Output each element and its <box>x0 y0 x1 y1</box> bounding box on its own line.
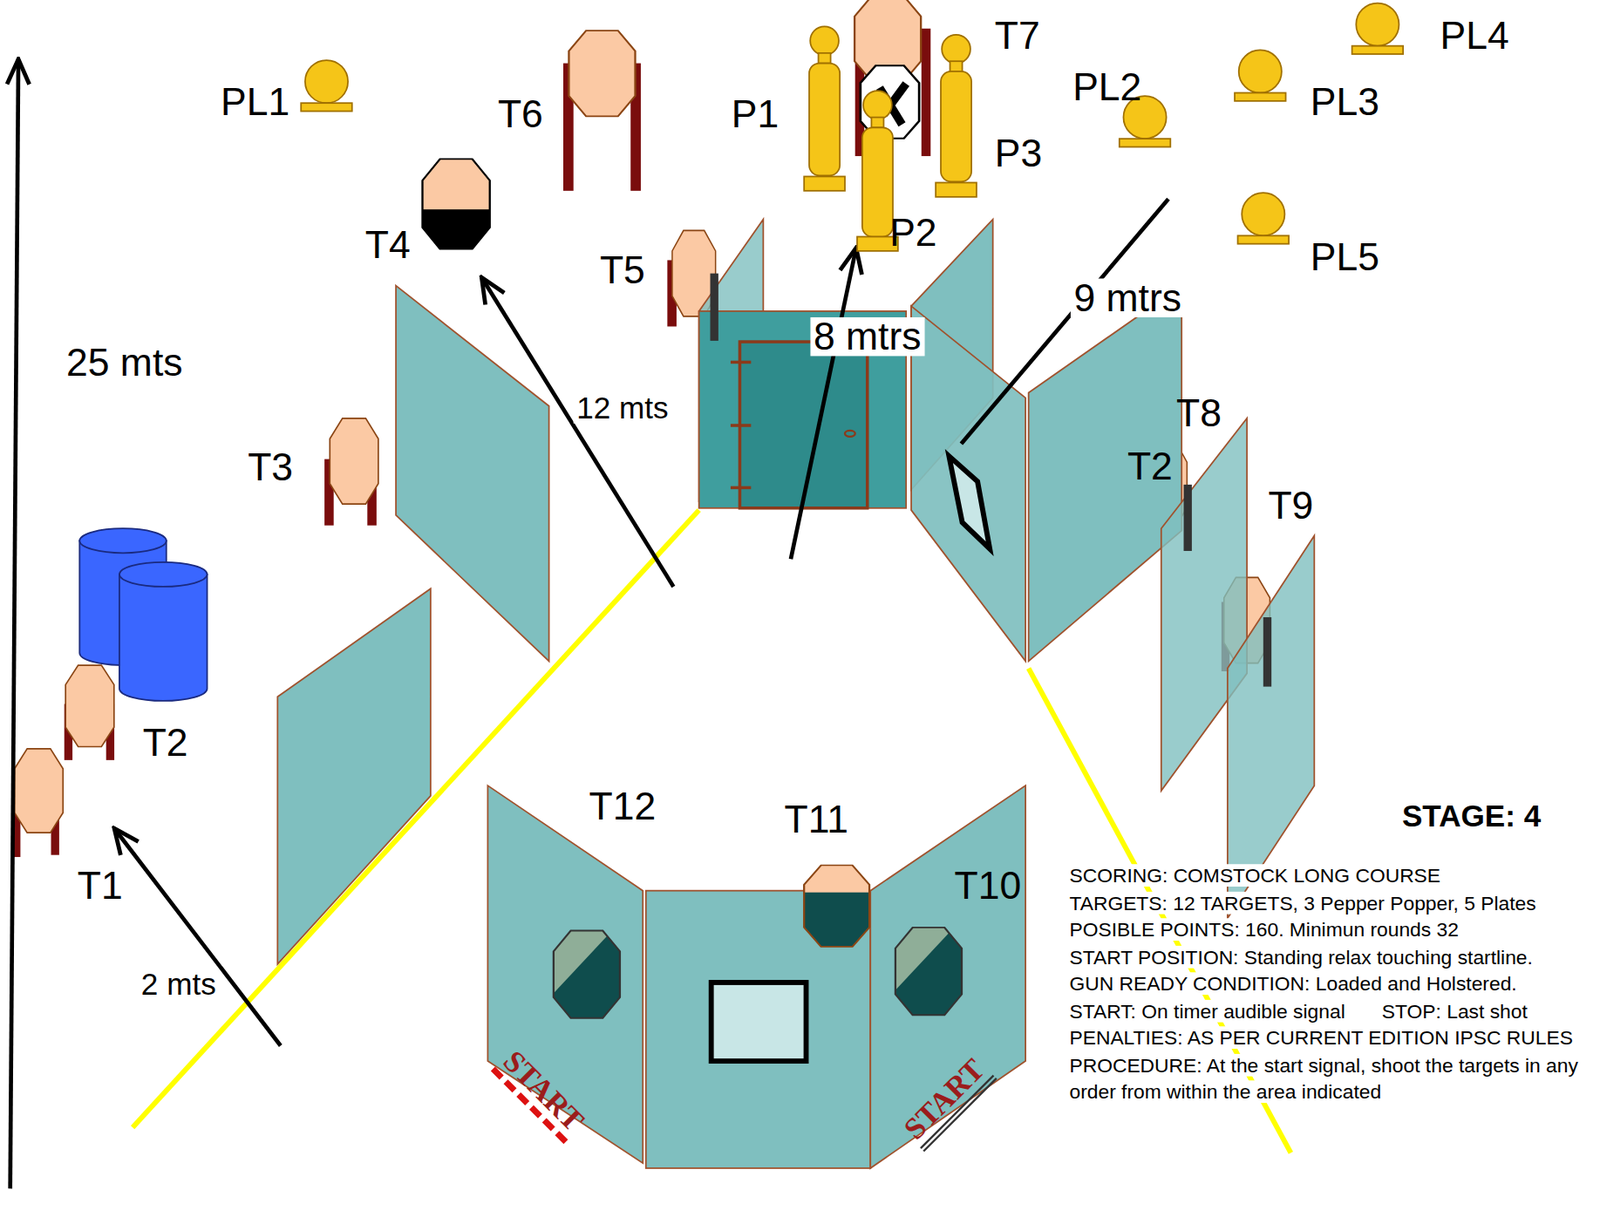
briefing-text: STOP: Last shot <box>1382 999 1528 1022</box>
dimension-label: 2 mts <box>141 969 217 1001</box>
target-label: T1 <box>77 866 123 906</box>
target-label: T11 <box>784 799 849 838</box>
start-box <box>487 785 1026 1169</box>
target-label: P1 <box>731 95 779 134</box>
target-label: T9 <box>1267 485 1314 525</box>
target-label: T4 <box>365 225 411 265</box>
target-label: T3 <box>247 448 293 487</box>
dimension-label: 25 mts <box>66 342 183 382</box>
dimension-label: 12 mts <box>573 393 672 424</box>
dimension-label: 9 mtrs <box>1070 278 1185 317</box>
briefing-line: START: On timer audible signal STOP: Last… <box>1068 997 1596 1025</box>
target-label: T8 <box>1176 394 1222 433</box>
steel-plates <box>300 3 1403 245</box>
briefing-line: PROCEDURE: At the start signal, shoot th… <box>1068 1051 1596 1106</box>
target-label: T10 <box>954 866 1022 906</box>
target-label: PL3 <box>1310 82 1380 122</box>
briefing-text: PENALTIES: AS PER CURRENT EDITION IPSC R… <box>1068 1026 1573 1049</box>
paper-targets <box>12 0 1270 858</box>
target-label: T12 <box>589 786 657 825</box>
briefing-text: START POSITION: Standing relax touching … <box>1068 945 1532 968</box>
target-label: T7 <box>994 16 1041 55</box>
briefing-line: START POSITION: Standing relax touching … <box>1068 943 1596 971</box>
briefing-text: GUN READY CONDITION: Loaded and Holstere… <box>1068 972 1517 995</box>
briefing-text: TARGETS: 12 TARGETS, 3 Pepper Popper, 5 … <box>1068 891 1536 914</box>
briefing-line: POSIBLE POINTS: 160. Minimun rounds 32 <box>1068 916 1596 944</box>
target-label: PL5 <box>1310 238 1380 277</box>
distance-arrows <box>10 59 1169 1190</box>
target-label: T5 <box>599 251 646 290</box>
target-label: PL1 <box>220 82 290 122</box>
target-label: T6 <box>497 95 544 134</box>
briefing-line: SCORING: COMSTOCK LONG COURSE <box>1068 862 1596 890</box>
briefing-line: TARGETS: 12 TARGETS, 3 Pepper Popper, 5 … <box>1068 889 1596 917</box>
stage-briefing: SCORING: COMSTOCK LONG COURSE TARGETS: 12… <box>1068 862 1596 1106</box>
wall-window <box>948 456 990 549</box>
target-label: PL4 <box>1439 16 1509 55</box>
briefing-text: POSIBLE POINTS: 160. Minimun rounds 32 <box>1068 918 1458 941</box>
briefing-text: SCORING: COMSTOCK LONG COURSE <box>1068 864 1441 887</box>
briefing-text: PROCEDURE: At the start signal, shoot th… <box>1068 1053 1578 1103</box>
stage-title: STAGE: 4 <box>1402 801 1541 832</box>
briefing-line: PENALTIES: AS PER CURRENT EDITION IPSC R… <box>1068 1024 1596 1052</box>
door-details <box>730 361 856 488</box>
target-label: P3 <box>994 133 1042 172</box>
briefing-text: START: On timer audible signal <box>1068 999 1345 1022</box>
target-label: PL2 <box>1072 67 1142 106</box>
dimension-label: 8 mtrs <box>810 317 925 356</box>
target-label: P2 <box>889 213 937 252</box>
target-label: T2 <box>1127 447 1173 486</box>
walls <box>277 219 1315 965</box>
target-label: T2 <box>142 723 189 763</box>
briefing-line: GUN READY CONDITION: Loaded and Holstere… <box>1068 970 1596 998</box>
